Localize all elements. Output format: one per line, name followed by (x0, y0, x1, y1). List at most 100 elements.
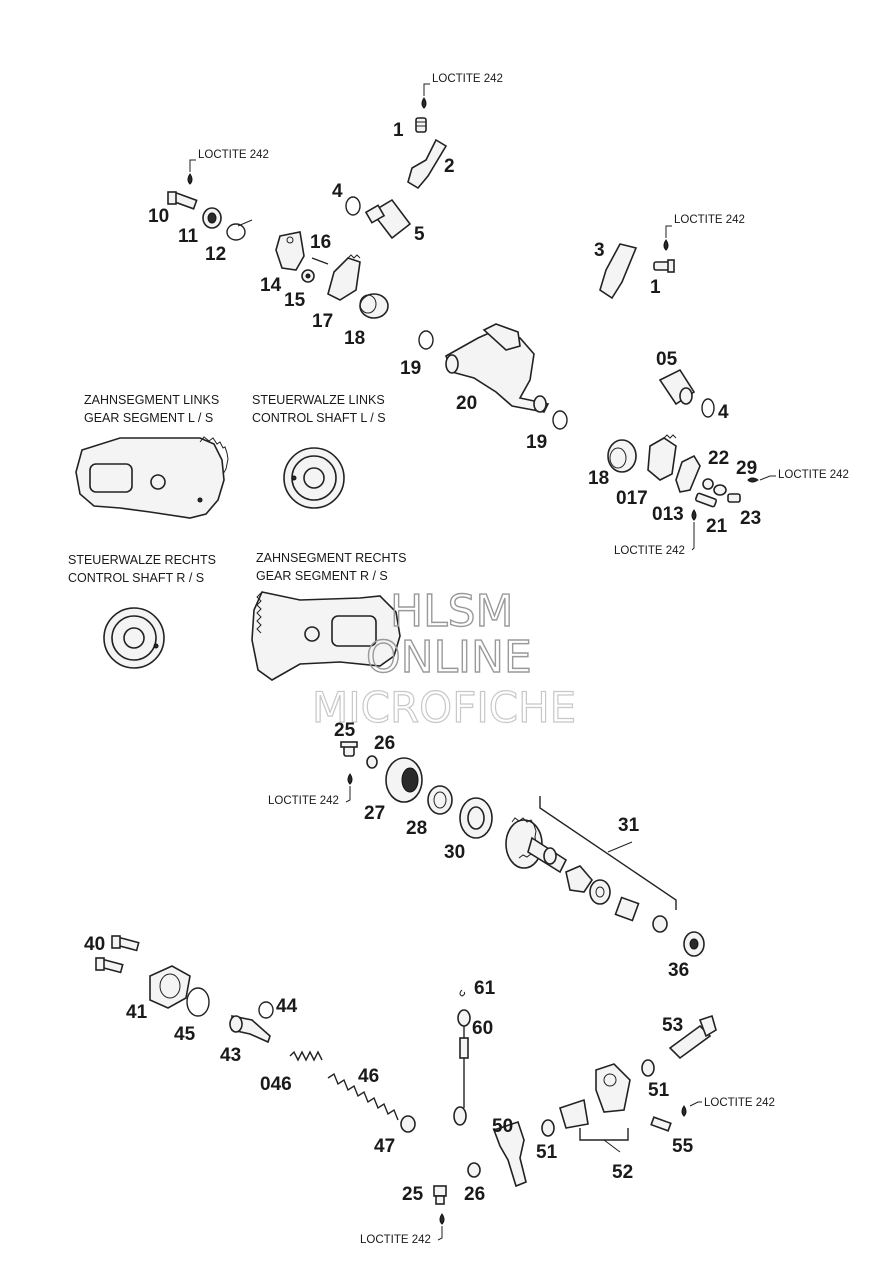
loctite-note-right: LOCTITE 242 (747, 469, 849, 483)
part-number: 53 (662, 1015, 683, 1036)
plate-013 (675, 454, 701, 493)
part-number: 013 (652, 504, 684, 525)
part-number: 16 (310, 232, 331, 253)
part-number: 25 (334, 720, 356, 741)
cover-41 (149, 965, 191, 1009)
part-number: 41 (126, 1002, 148, 1023)
screw-55 (650, 1116, 672, 1132)
screw-23 (727, 493, 741, 503)
part-number: 43 (220, 1045, 241, 1066)
part-number: 017 (616, 488, 648, 509)
loctite-label: LOCTITE 242 (198, 149, 269, 161)
loctite-label: LOCTITE 242 (268, 795, 339, 807)
part-number: 10 (148, 206, 169, 227)
caption: CONTROL SHAFT R / S (68, 571, 204, 585)
control-shaft-left-detail (283, 447, 345, 509)
washer-26-mid (366, 755, 378, 769)
spring-046 (289, 1050, 323, 1062)
loctite-note-mid: LOCTITE 242 (268, 773, 353, 807)
washer-51-left (541, 1119, 555, 1137)
part-number: 21 (706, 516, 728, 537)
part-number: 3 (594, 240, 605, 261)
part-number: 1 (393, 120, 404, 141)
part-number: 20 (456, 393, 477, 414)
bushing-18-top (359, 293, 389, 319)
ratchet-27 (385, 757, 423, 803)
part-number: 52 (612, 1162, 633, 1183)
watermark-line3: MICROFICHE (312, 683, 576, 732)
part-number: 26 (464, 1184, 485, 1205)
part-number: 51 (648, 1080, 670, 1101)
shaft-5 (364, 198, 412, 240)
part-number: 4 (718, 402, 729, 423)
part-number: 1 (650, 277, 661, 298)
part-number: 61 (474, 978, 496, 999)
part-number: 50 (492, 1116, 513, 1137)
loctite-label: LOCTITE 242 (360, 1234, 431, 1246)
part-number: 46 (358, 1066, 379, 1087)
lever-2 (407, 138, 448, 190)
bushing-18-right (607, 439, 637, 473)
loctite-note-right-bottom: LOCTITE 242 (614, 509, 697, 557)
part-number: 18 (588, 468, 609, 489)
part-number: 60 (472, 1018, 493, 1039)
control-shaft-right-detail (103, 607, 165, 669)
screw-21 (694, 492, 718, 508)
washer-51-right (641, 1059, 655, 1077)
part-number: 45 (174, 1024, 196, 1045)
gear-segment-left-detail (75, 436, 229, 519)
loctite-note-right-top: LOCTITE 242 (663, 214, 745, 251)
loctite-label: LOCTITE 242 (778, 469, 849, 481)
bolt-40-a (111, 935, 140, 952)
part-number: 15 (284, 290, 306, 311)
caption: ZAHNSEGMENT RECHTS (256, 551, 406, 565)
part-number: 22 (708, 448, 729, 469)
part-number: 05 (656, 349, 678, 370)
o-ring-19-left (418, 330, 434, 350)
part-number: 29 (736, 458, 757, 479)
loctite-label: LOCTITE 242 (614, 545, 685, 557)
spring-46 (327, 1072, 399, 1121)
part-number: 27 (364, 803, 385, 824)
loctite-label: LOCTITE 242 (432, 73, 503, 85)
washer-22 (702, 478, 714, 490)
part-number: 14 (260, 275, 282, 296)
part-number: 23 (740, 508, 761, 529)
part-number: 12 (205, 244, 226, 265)
screw-25-bottom (433, 1185, 447, 1205)
bracket-31 (539, 796, 677, 910)
caption: STEUERWALZE LINKS (252, 393, 385, 407)
caption: ZAHNSEGMENT LINKS (84, 393, 219, 407)
caption: GEAR SEGMENT L / S (84, 411, 213, 425)
part-number: 19 (400, 358, 421, 379)
lever-50 (492, 1120, 527, 1188)
part-number: 40 (84, 934, 105, 955)
part-number: 19 (526, 432, 547, 453)
rod-60 (453, 1009, 471, 1126)
screw-10 (167, 191, 198, 210)
part-number: 30 (444, 842, 465, 863)
screw-1-right (653, 259, 675, 273)
shift-shaft-20 (445, 323, 550, 413)
o-ring-19-right (552, 410, 568, 430)
watermark-line2: ONLINE (366, 632, 532, 683)
part-number: 046 (260, 1074, 292, 1095)
gear-segment-right-detail (251, 591, 401, 681)
bearing-28 (427, 785, 453, 815)
part-number: 4 (332, 181, 343, 202)
o-ring-4 (345, 196, 361, 216)
part-number: 55 (672, 1136, 694, 1157)
part-number: 18 (344, 328, 365, 349)
clip-61 (459, 989, 466, 997)
watermark: HLSM ONLINE MICROFICHE (311, 585, 576, 732)
part-number: 31 (618, 815, 640, 836)
part-number: 51 (536, 1142, 558, 1163)
screw-25-mid (340, 741, 358, 757)
caption: STEUERWALZE RECHTS (68, 553, 216, 567)
bearing-30 (459, 797, 493, 839)
plunger-43 (229, 1015, 271, 1044)
loctite-note-top: LOCTITE 242 (421, 73, 503, 109)
clip-47 (400, 1115, 416, 1133)
washer-26-bottom (467, 1162, 481, 1178)
